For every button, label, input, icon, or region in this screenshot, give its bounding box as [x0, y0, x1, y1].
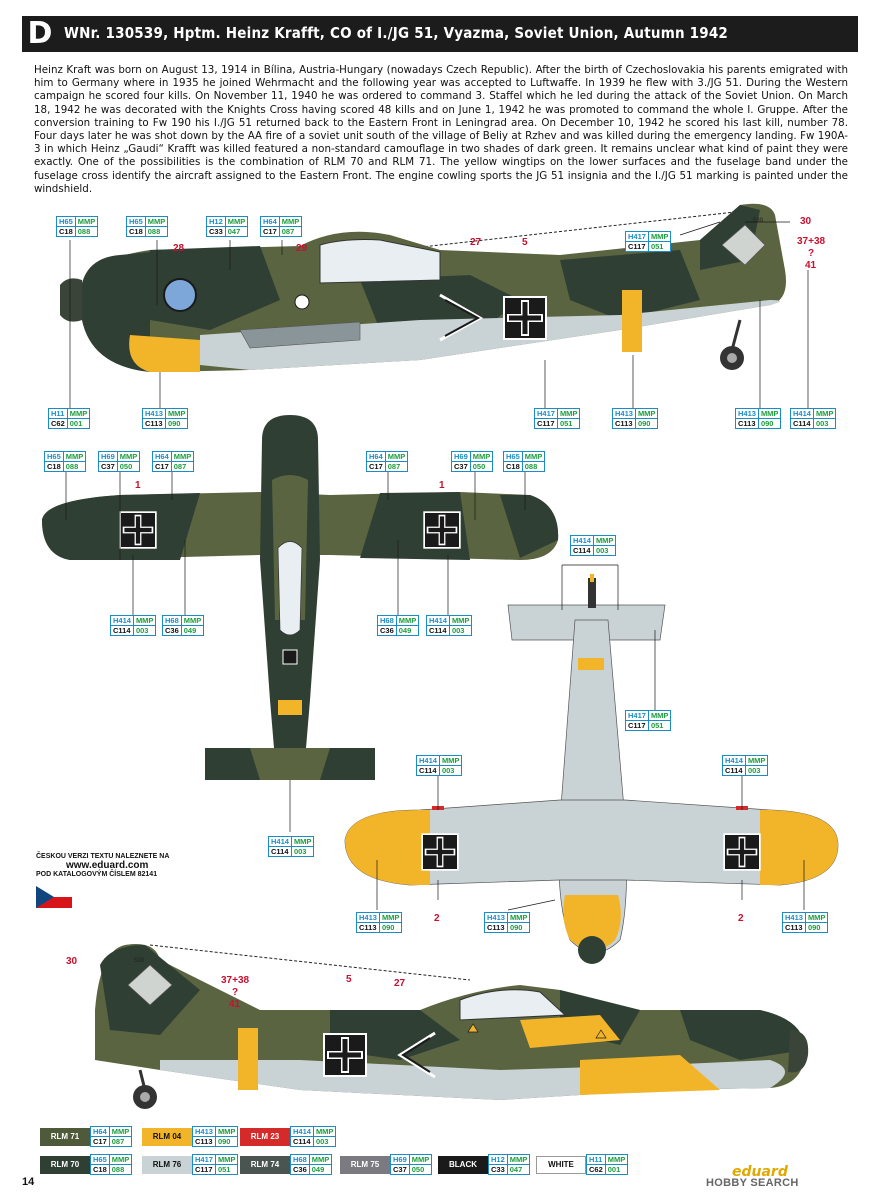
marker-27-right: 27	[394, 978, 406, 989]
fuselage-code: 539	[753, 218, 764, 224]
marker-37-38: 37+38	[797, 236, 826, 247]
scheme-title: WNr. 130539, Hptm. Heinz Krafft, CO of I…	[64, 24, 729, 42]
bottom-view	[344, 574, 839, 964]
marker-question-right: ?	[232, 987, 239, 998]
marker-41-right: 41	[229, 999, 241, 1010]
eduard-logo: eduard	[732, 1164, 788, 1180]
czech-line1: ČESKOU VERZI TEXTU NALEZNETE NA	[36, 853, 170, 860]
scheme-letter: D	[22, 16, 58, 52]
side-view-left	[60, 203, 786, 372]
marker-5: 5	[522, 237, 528, 248]
callout-lines	[65, 221, 809, 911]
marker-41: 41	[805, 260, 817, 271]
marker-2-left: 2	[434, 913, 440, 924]
page-header: D WNr. 130539, Hptm. Heinz Krafft, CO of…	[22, 16, 858, 52]
side-view-right	[95, 944, 809, 1109]
czech-flag-icon	[36, 886, 72, 908]
pilot-biography: Heinz Kraft was born on August 13, 1914 …	[34, 64, 848, 195]
page-number: 14	[22, 1176, 35, 1188]
marker-2-right: 2	[738, 913, 744, 924]
fuselage-code-right: 539	[134, 958, 145, 964]
marker-29: 29	[296, 243, 308, 254]
marker-37-38-right: 37+38	[221, 975, 250, 986]
top-view	[42, 415, 559, 780]
marker-1-left: 1	[135, 480, 141, 491]
marker-30: 30	[800, 216, 812, 227]
marker-5-right: 5	[346, 974, 352, 985]
czech-url[interactable]: www.eduard.com	[66, 860, 149, 871]
hobby-search-watermark: HOBBY SEARCH	[706, 1177, 799, 1189]
marker-1-right: 1	[439, 480, 445, 491]
marker-question: ?	[808, 248, 815, 259]
czech-version-note: ČESKOU VERZI TEXTU NALEZNETE NA www.edua…	[36, 852, 169, 879]
marker-27: 27	[470, 237, 482, 248]
marker-28: 28	[173, 243, 185, 254]
marker-30-right: 30	[66, 956, 78, 967]
czech-line2: POD KATALOGOVÝM ČÍSLEM 82141	[36, 871, 158, 878]
